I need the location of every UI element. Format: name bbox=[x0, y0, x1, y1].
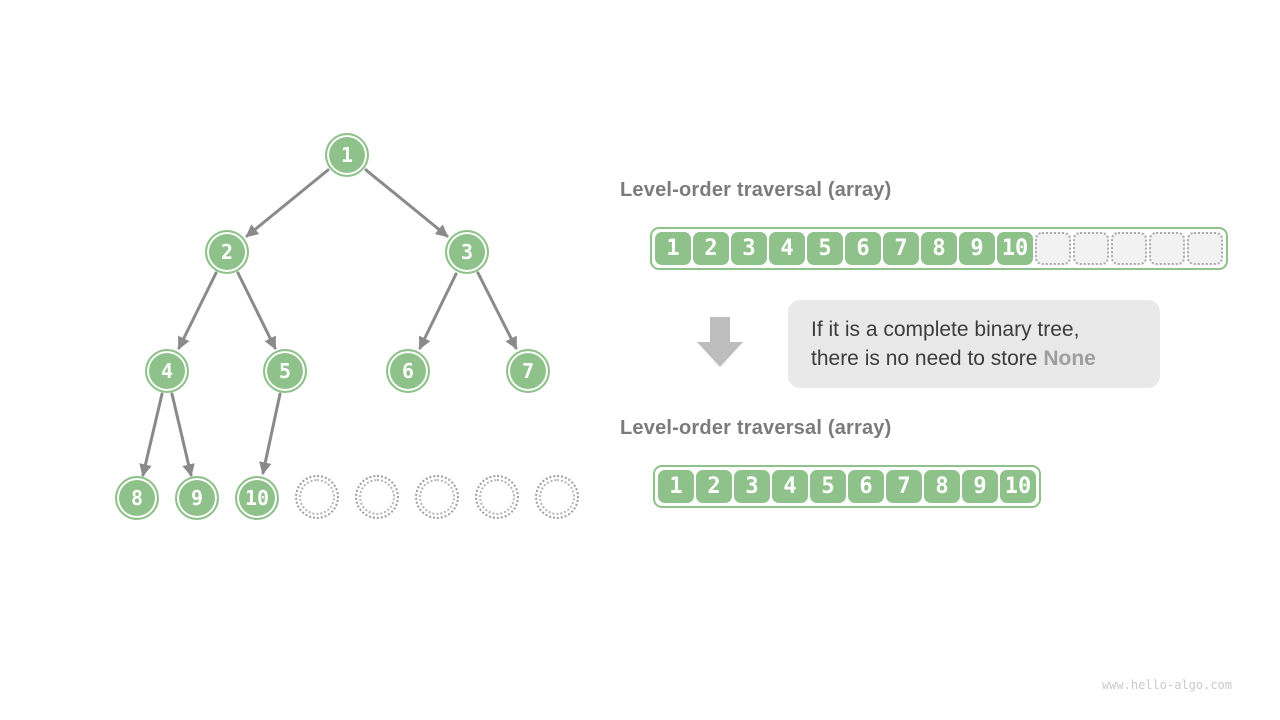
array-cell: 7 bbox=[886, 470, 922, 503]
array-empty-cell bbox=[1073, 232, 1109, 265]
array-cell: 7 bbox=[883, 232, 919, 265]
array-cell: 10 bbox=[1000, 470, 1036, 503]
tree-node-2: 2 bbox=[205, 230, 249, 274]
array-cell: 1 bbox=[655, 232, 691, 265]
array-cell: 8 bbox=[921, 232, 957, 265]
tree-node-7: 7 bbox=[506, 349, 550, 393]
array-empty-cell bbox=[1035, 232, 1071, 265]
array-cell: 9 bbox=[959, 232, 995, 265]
edge-3-7 bbox=[476, 271, 518, 350]
tree-node-8: 8 bbox=[115, 476, 159, 520]
note-box: If it is a complete binary tree, there i… bbox=[788, 300, 1160, 388]
array-cell: 3 bbox=[731, 232, 767, 265]
array-cell: 1 bbox=[658, 470, 694, 503]
tree-node-6: 6 bbox=[386, 349, 430, 393]
array-empty-cell bbox=[1111, 232, 1147, 265]
array-cell: 10 bbox=[997, 232, 1033, 265]
empty-node-placeholder bbox=[415, 475, 459, 519]
array-cell: 3 bbox=[734, 470, 770, 503]
array-cell: 2 bbox=[693, 232, 729, 265]
empty-node-placeholder bbox=[295, 475, 339, 519]
array-cell: 5 bbox=[807, 232, 843, 265]
edge-5-10 bbox=[259, 392, 282, 475]
tree-node-5: 5 bbox=[263, 349, 307, 393]
empty-node-placeholder bbox=[535, 475, 579, 519]
array-cell: 2 bbox=[696, 470, 732, 503]
edge-2-4 bbox=[177, 271, 218, 350]
array-empty-cell bbox=[1187, 232, 1223, 265]
edge-4-9 bbox=[170, 392, 195, 477]
array-top-heading: Level-order traversal (array) bbox=[620, 179, 892, 201]
edge-2-5 bbox=[236, 271, 277, 350]
array-cell: 5 bbox=[810, 470, 846, 503]
edge-3-6 bbox=[418, 272, 458, 350]
down-arrow-icon bbox=[697, 317, 743, 367]
array-cell: 8 bbox=[924, 470, 960, 503]
array-cell: 9 bbox=[962, 470, 998, 503]
empty-node-placeholder bbox=[355, 475, 399, 519]
edge-1-2 bbox=[245, 168, 330, 238]
edge-4-8 bbox=[139, 392, 164, 477]
tree-node-3: 3 bbox=[445, 230, 489, 274]
edge-1-3 bbox=[364, 168, 449, 238]
note-line-2: there is no need to store None bbox=[811, 347, 1096, 370]
none-highlight: None bbox=[1043, 347, 1096, 370]
array-bottom-heading: Level-order traversal (array) bbox=[620, 417, 892, 439]
empty-node-placeholder bbox=[475, 475, 519, 519]
tree-node-4: 4 bbox=[145, 349, 189, 393]
tree-node-1: 1 bbox=[325, 133, 369, 177]
array-cell: 4 bbox=[772, 470, 808, 503]
watermark: www.hello-algo.com bbox=[1101, 678, 1232, 692]
tree-node-10: 10 bbox=[235, 476, 279, 520]
array-cell: 6 bbox=[848, 470, 884, 503]
note-line-1: If it is a complete binary tree, bbox=[811, 318, 1080, 341]
array-cell: 6 bbox=[845, 232, 881, 265]
array-cell: 4 bbox=[769, 232, 805, 265]
array-empty-cell bbox=[1149, 232, 1185, 265]
tree-node-9: 9 bbox=[175, 476, 219, 520]
